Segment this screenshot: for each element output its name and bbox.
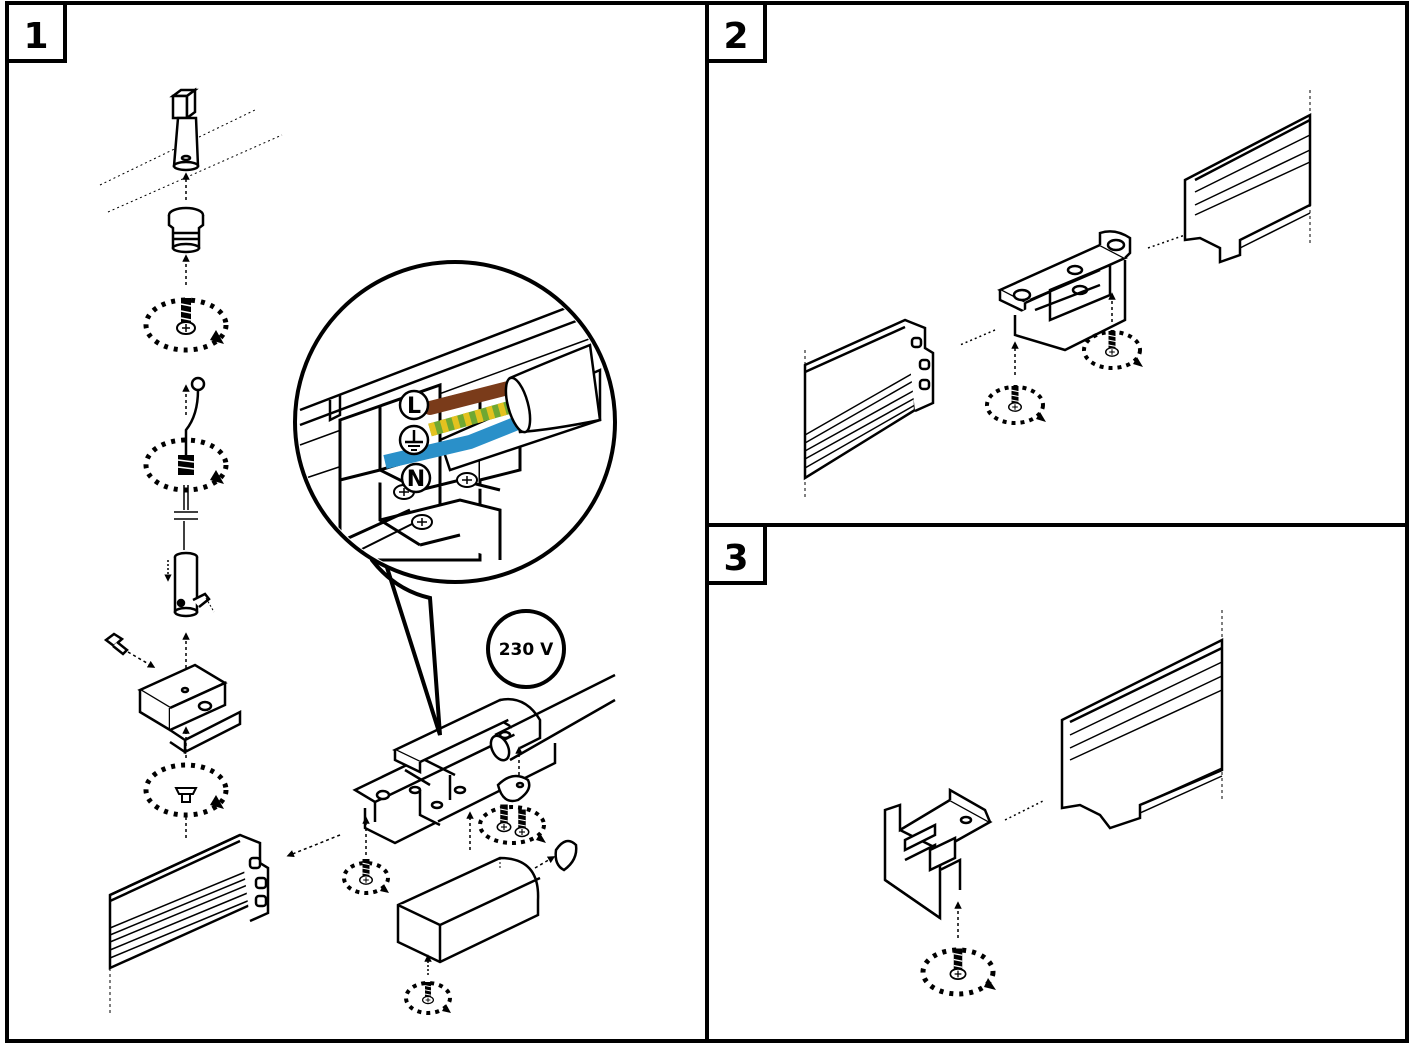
wiring-detail-magnifier: L N	[293, 260, 617, 736]
track-profile-3	[1060, 637, 1224, 830]
voltage-label: 230 V	[499, 640, 554, 660]
power-cable	[489, 673, 616, 762]
suspension-adapter	[137, 663, 242, 755]
rotation-ring-connector-screw-2b	[1082, 330, 1143, 370]
rotation-ring-connector-screw	[342, 858, 390, 895]
end-cap	[883, 787, 993, 921]
earth-ground-icon	[398, 424, 430, 456]
cable-gripper	[173, 551, 211, 618]
rotation-ring-cover-screw	[404, 981, 452, 1015]
panel-1-number: 1	[23, 16, 48, 57]
voltage-badge: 230 V	[486, 609, 566, 689]
rotation-ring-end-cap-screw	[920, 947, 996, 997]
terminal-neutral: N	[400, 462, 432, 494]
terminal-neutral-label: N	[407, 467, 425, 492]
threaded-sleeve	[167, 206, 205, 254]
connector-cover	[396, 856, 541, 964]
track-profile-2-right	[1183, 112, 1312, 264]
adapter-screw	[103, 632, 129, 656]
terminal-live-label: L	[407, 394, 421, 419]
rotation-ring-clamp-screws	[478, 803, 546, 845]
straight-connector	[997, 230, 1132, 352]
rotation-ring-grub-screw	[146, 765, 226, 815]
panel-3-number: 3	[723, 538, 748, 579]
track-profile-2-left	[803, 318, 935, 481]
rotation-ring-screw-1	[146, 297, 226, 350]
track-profile-1	[108, 833, 270, 970]
suspension-cable	[174, 485, 198, 550]
panel-3-frame: 3	[705, 523, 1409, 1043]
cable-grommet	[554, 839, 578, 872]
cable-clamp	[496, 774, 531, 803]
rotation-ring-cable-gripper	[146, 440, 226, 490]
ceiling-anchor	[169, 87, 200, 172]
suspension-hook	[184, 376, 206, 460]
panel-2-number: 2	[723, 16, 748, 57]
rotation-ring-connector-screw-2a	[985, 385, 1046, 425]
terminal-live: L	[398, 389, 430, 421]
